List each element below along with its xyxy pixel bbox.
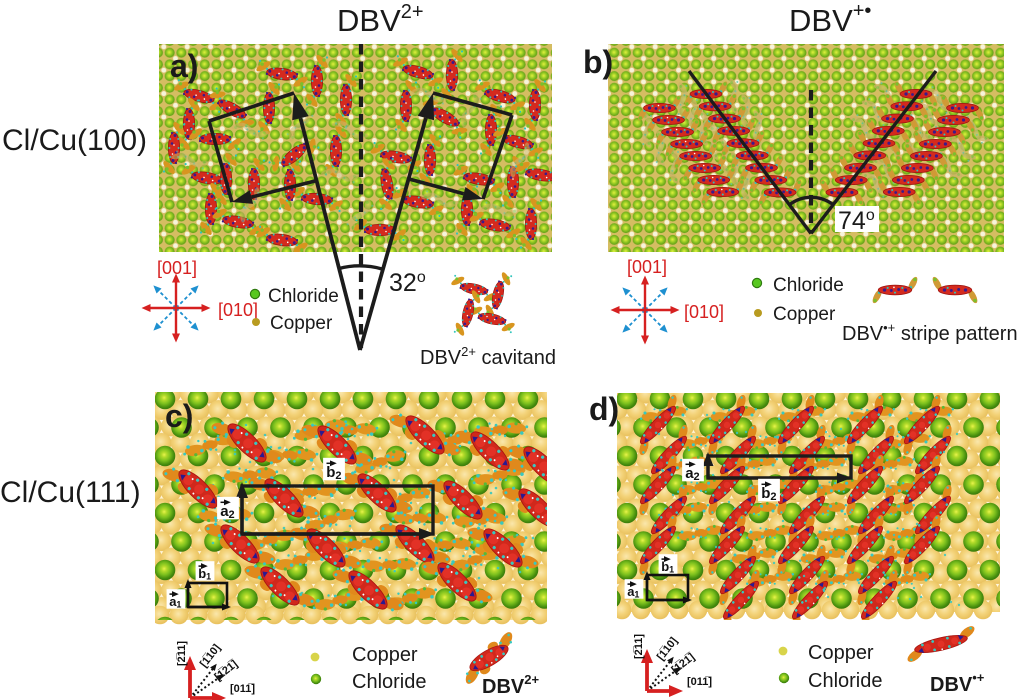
svg-text:[2̅11]: [2̅11] <box>633 634 645 659</box>
svg-text:[011̅]: [011̅] <box>230 683 255 695</box>
svg-text:Cl/Cu(100): Cl/Cu(100) <box>2 124 147 157</box>
svg-text:[010]: [010] <box>218 300 258 320</box>
svg-text:b): b) <box>583 44 613 80</box>
svg-text:[011̅]: [011̅] <box>687 676 712 688</box>
svg-text:Chloride: Chloride <box>773 275 844 296</box>
svg-text:DBV2+ cavitand: DBV2+ cavitand <box>420 344 556 369</box>
svg-text:[001]: [001] <box>157 258 197 278</box>
svg-text:Copper: Copper <box>773 304 836 325</box>
svg-text:[010]: [010] <box>684 302 724 322</box>
svg-text:Copper: Copper <box>352 644 418 666</box>
svg-text:a): a) <box>170 48 198 84</box>
svg-text:[2̅11]: [2̅11] <box>176 641 188 666</box>
svg-text:Copper: Copper <box>808 642 874 664</box>
svg-text:c): c) <box>165 398 193 434</box>
svg-text:DBV•+ stripe pattern: DBV•+ stripe pattern <box>842 320 1018 345</box>
svg-text:Cl/Cu(111): Cl/Cu(111) <box>0 476 141 509</box>
svg-text:[001]: [001] <box>627 257 667 277</box>
svg-text:Copper: Copper <box>270 313 333 334</box>
svg-text:d): d) <box>589 391 619 427</box>
svg-text:Chloride: Chloride <box>268 286 339 307</box>
svg-text:Chloride: Chloride <box>808 670 882 692</box>
svg-text:Chloride: Chloride <box>352 671 426 693</box>
